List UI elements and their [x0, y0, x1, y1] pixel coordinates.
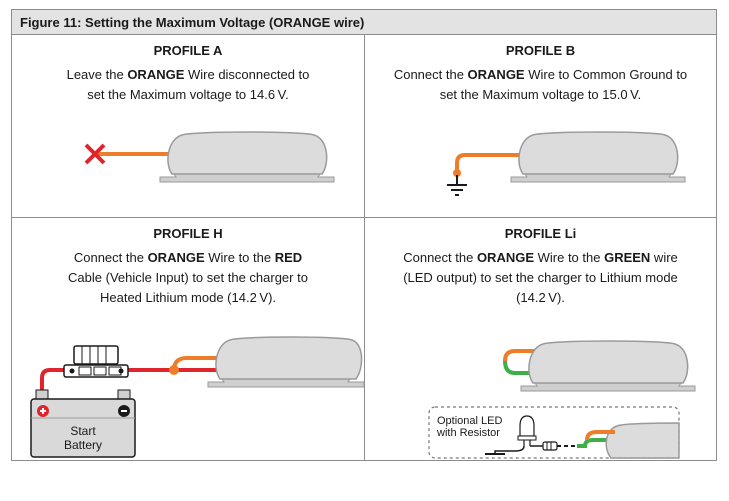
profile-b-description: Connect the ORANGE Wire to Common Ground… — [393, 67, 688, 102]
battery-icon: Start Battery — [30, 389, 136, 458]
profile-h-title: PROFILE H — [153, 226, 223, 241]
profile-a-description: Leave the ORANGE Wire disconnected to se… — [66, 67, 310, 102]
resistor-icon — [542, 441, 558, 451]
red-wire — [40, 368, 222, 390]
orange-wire — [503, 349, 541, 362]
profile-h-cell: PROFILE H Connect the ORANGE Wire to the… — [12, 218, 364, 460]
wire-junction — [169, 365, 179, 375]
led-label-line2: with Resistor — [436, 427, 500, 439]
profile-a-cell: PROFILE A Leave the ORANGE Wire disconne… — [12, 35, 364, 217]
profile-b-cell: PROFILE B Connect the ORANGE Wire to Com… — [365, 35, 716, 217]
disconnected-x-icon — [84, 143, 106, 165]
profile-b-title: PROFILE B — [505, 43, 576, 58]
green-wire-lower — [577, 438, 615, 448]
figure-header: Figure 11: Setting the Maximum Voltage (… — [12, 10, 716, 35]
led-icon — [517, 415, 537, 446]
figure-panel: Figure 11: Setting the Maximum Voltage (… — [11, 9, 717, 461]
figure-title: Figure 11: Setting the Maximum Voltage (… — [20, 15, 365, 30]
charger-partial — [605, 422, 680, 459]
profile-li-description: Connect the ORANGE Wire to the GREEN wir… — [403, 250, 678, 305]
battery-label-battery: Battery — [64, 438, 102, 452]
divider-horizontal — [12, 217, 716, 218]
led-label-line1: Optional LED — [437, 415, 502, 427]
divider-vertical — [364, 35, 365, 460]
profile-h-diagram: Start Battery — [30, 336, 364, 458]
fuse-icon — [63, 345, 129, 378]
charger-unit — [159, 131, 335, 183]
wire-junction — [453, 169, 461, 177]
profile-h-description: Connect the ORANGE Wire to the RED Cable… — [68, 250, 308, 305]
battery-label-start: Start — [70, 424, 96, 438]
ground-icon — [447, 175, 467, 196]
profile-li-title: PROFILE Li — [504, 226, 577, 241]
profile-b-diagram — [447, 131, 686, 196]
green-wire — [503, 360, 541, 375]
profile-li-diagram: Optional LED with Resistor — [428, 340, 696, 459]
charger-unit — [510, 131, 686, 183]
charger-unit — [207, 336, 364, 388]
profile-a-diagram — [84, 131, 335, 183]
orange-wire-partial — [585, 430, 615, 441]
profile-li-cell: PROFILE Li Connect the ORANGE Wire to th… — [365, 218, 716, 460]
orange-wire — [455, 153, 525, 173]
profile-a-title: PROFILE A — [153, 43, 223, 58]
led-lead-wire — [494, 445, 525, 454]
charger-unit — [520, 340, 696, 392]
